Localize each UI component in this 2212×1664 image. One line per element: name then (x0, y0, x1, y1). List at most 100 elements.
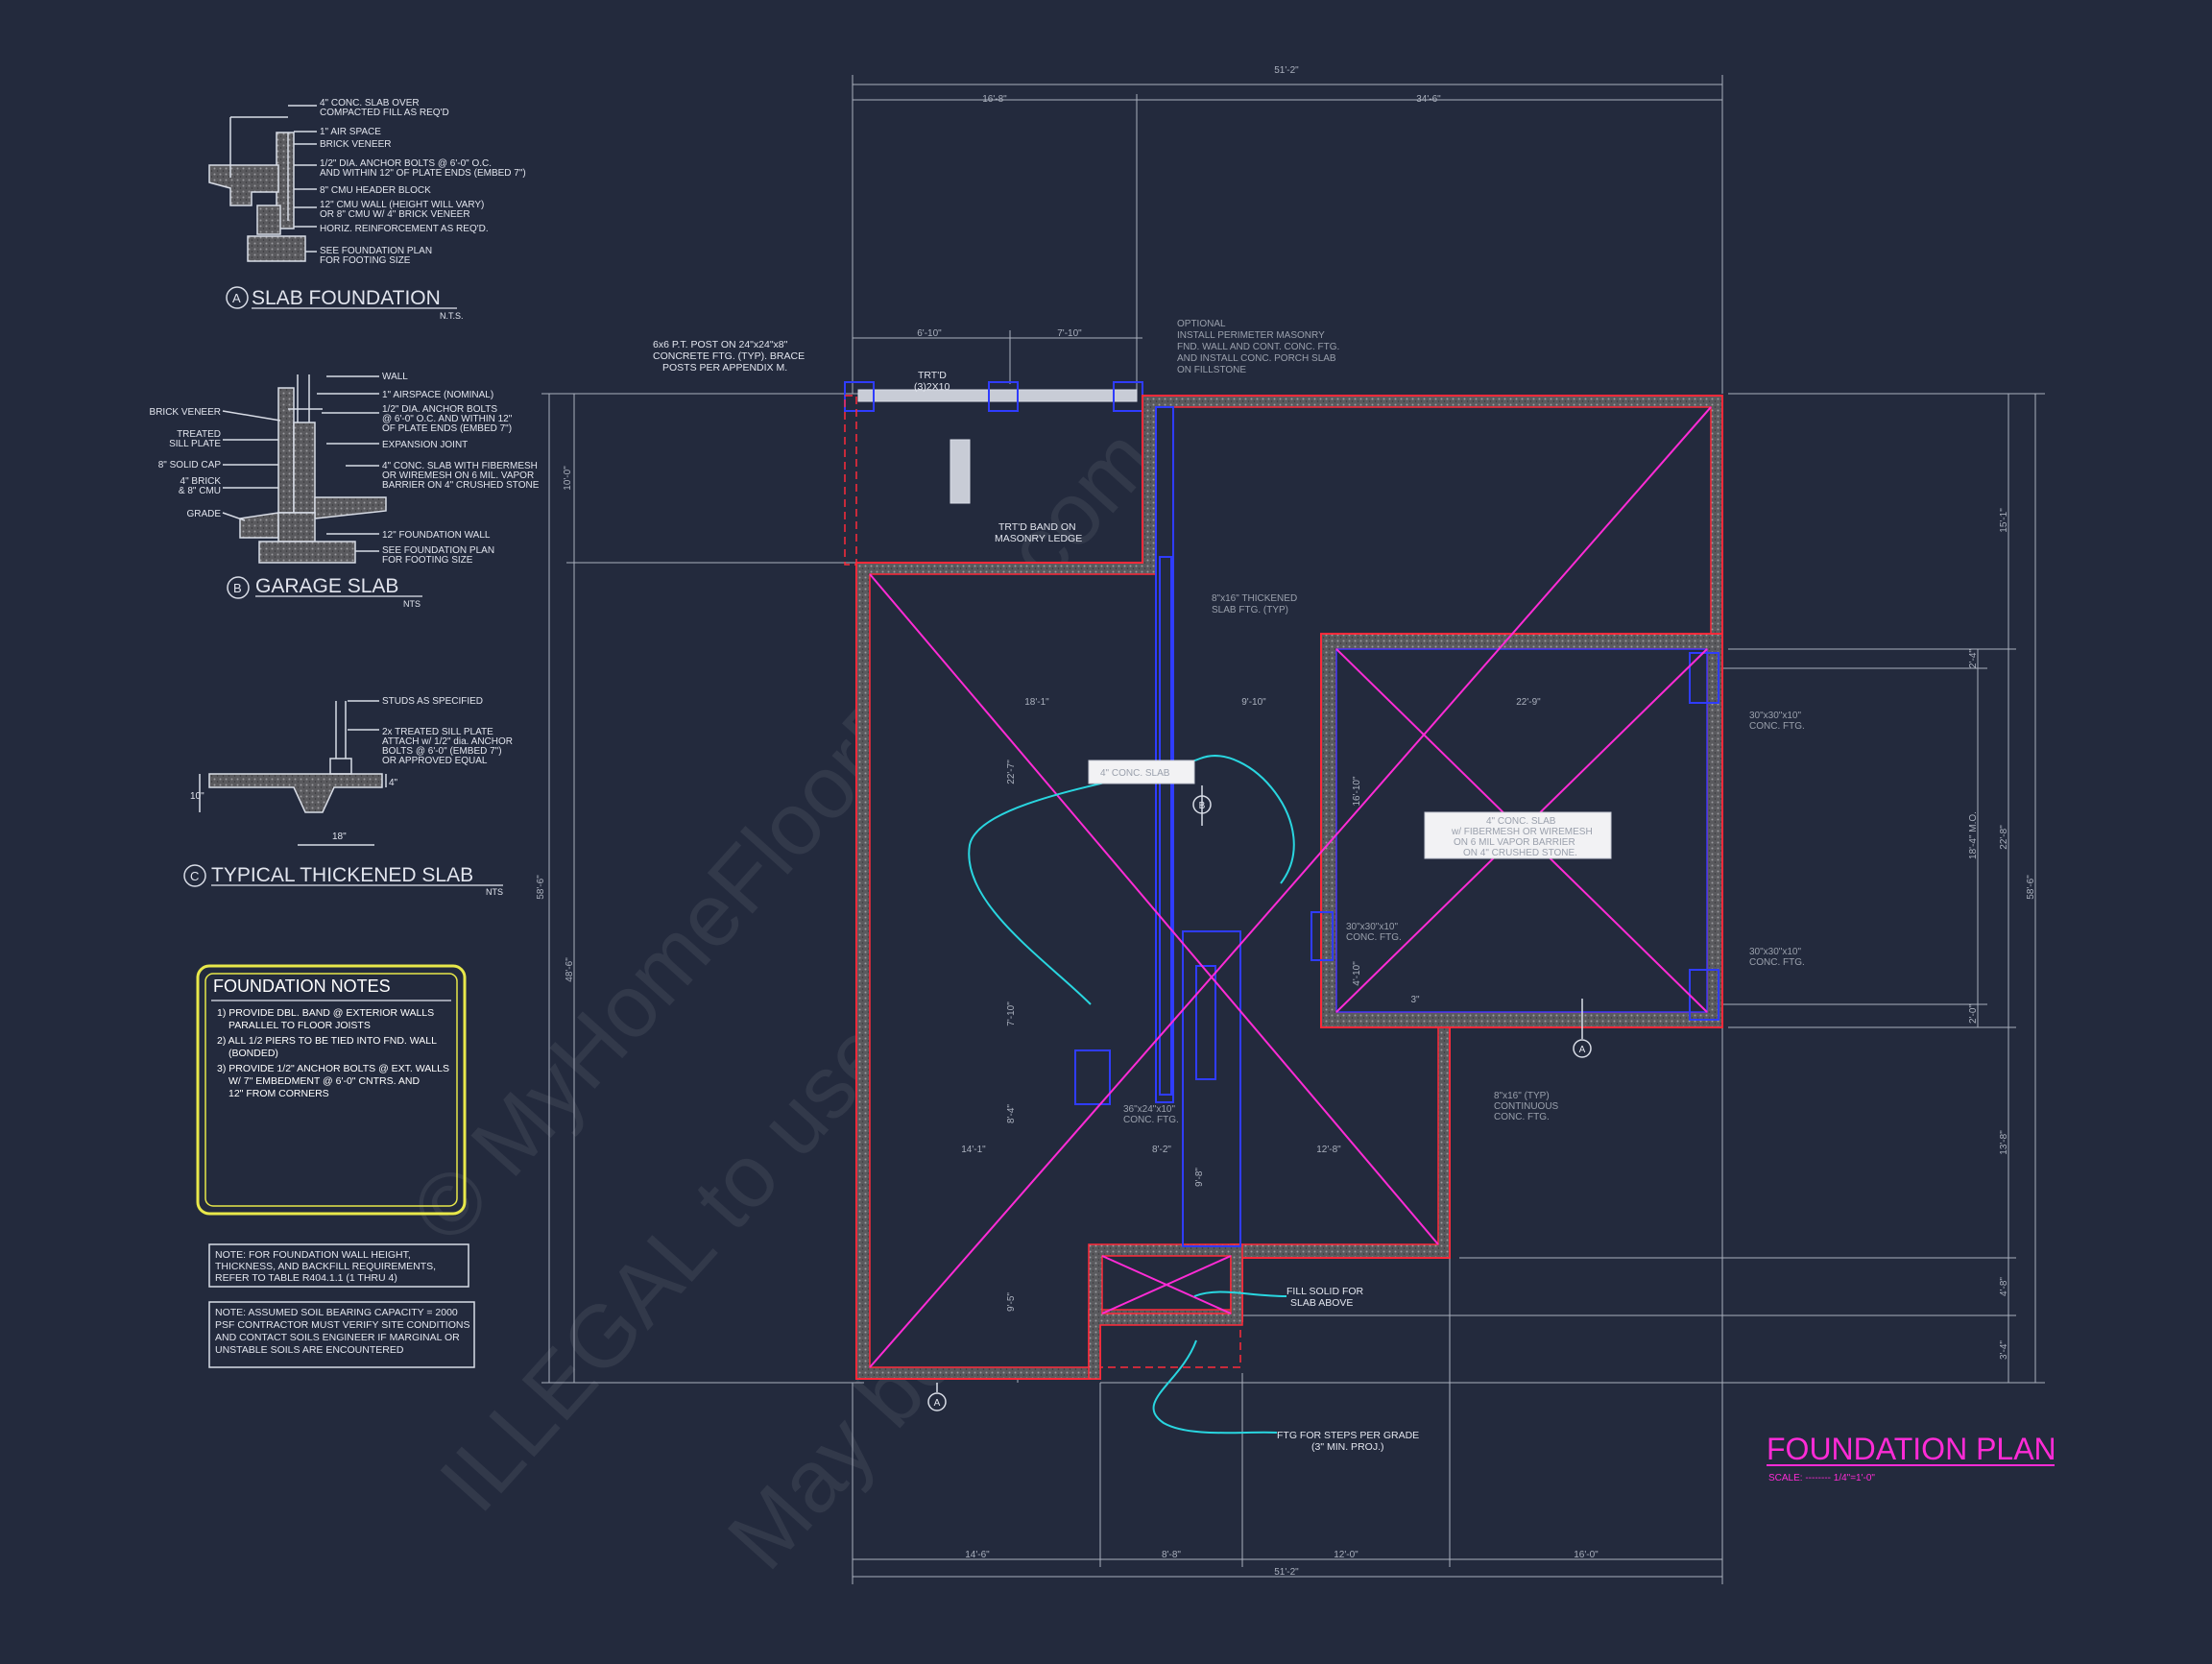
dim-right: 2'-4" (1968, 649, 1979, 668)
detail-a-callout: HORIZ. REINFORCEMENT AS REQ'D. (320, 224, 489, 234)
detail-b-garage-slab (222, 374, 387, 599)
foundation-note-line: PARALLEL TO FLOOR JOISTS (228, 1020, 371, 1031)
dim-interior: 18'-1" (1024, 697, 1049, 708)
fill-solid-label: SLAB ABOVE (1290, 1297, 1353, 1309)
label-backgrounds (1088, 760, 1612, 859)
detail-b-callout: EXPANSION JOINT (382, 440, 468, 450)
ftg-30c-label: CONC. FTG. (1346, 932, 1402, 943)
detail-b-callout: FOR FOOTING SIZE (382, 555, 473, 566)
dim-bottom: 51'-2" (1274, 1567, 1299, 1578)
detail-c-callout: STUDS AS SPECIFIED (382, 696, 483, 707)
slab-garage-label: ON 6 MIL VAPOR BARRIER (1454, 837, 1575, 848)
section-mark: B (1199, 801, 1206, 811)
detail-b-callouts-right: WALL 1" AIRSPACE (NOMINAL) 1/2" DIA. ANC… (382, 372, 540, 566)
note-wall-line: THICKNESS, AND BACKFILL REQUIREMENTS, (215, 1261, 436, 1272)
plan-title: FOUNDATION PLAN (1767, 1432, 2056, 1466)
detail-a-callout: 12" CMU WALL (HEIGHT WILL VARY) (320, 200, 484, 210)
detail-b-callout: BARRIER ON 4" CRUSHED STONE (382, 480, 540, 491)
dim-interior: 12'-8" (1316, 1145, 1341, 1155)
slab-garage-label: 4" CONC. SLAB (1486, 816, 1556, 827)
note-wall-box (208, 1243, 469, 1288)
detail-b-callout: 4" BRICK (180, 476, 222, 487)
dim-interior: 9'-8" (1194, 1168, 1205, 1187)
post-note: 6x6 P.T. POST ON 24"x24"x8" (653, 339, 788, 350)
thickened-label: 8"x16" THICKENED (1212, 593, 1297, 604)
detail-b-callout: @ 6'-0" O.C. AND WITHIN 12" (382, 414, 513, 424)
ftg-cont-label: CONC. FTG. (1494, 1112, 1550, 1122)
plan-dimensions: 51'-2" 16'-8" 34'-6" 6'-10" 7'-10" 14'-6… (536, 65, 2036, 1578)
foundation-note-line: W/ 7" EMBEDMENT @ 6'-0" CNTRS. AND (228, 1075, 420, 1087)
detail-a-callout: COMPACTED FILL AS REQ'D (320, 108, 449, 118)
detail-b-callouts-left: BRICK VENEER TREATED SILL PLATE 8" SOLID… (150, 407, 222, 519)
detail-b-callout: 8" SOLID CAP (158, 460, 222, 470)
porch-beam (844, 381, 1143, 504)
detail-b-title: GARAGE SLAB (255, 575, 398, 597)
note-soil: NOTE: ASSUMED SOIL BEARING CAPACITY = 20… (215, 1307, 469, 1356)
dim-interior: 4'-10" (1352, 961, 1362, 986)
dim-interior: 8'-4" (1006, 1104, 1017, 1123)
detail-c-dim: 10" (190, 791, 204, 802)
dim-interior: 3" (1410, 995, 1420, 1005)
foundation-notes-lines: 1) PROVIDE DBL. BAND @ EXTERIOR WALLS PA… (217, 1007, 449, 1099)
detail-b-callout: 1/2" DIA. ANCHOR BOLTS (382, 404, 497, 415)
note-wall-line: REFER TO TABLE R404.1.1 (1 THRU 4) (215, 1272, 397, 1284)
detail-b-callout: WALL (382, 372, 408, 382)
foundation-note-line: 12" FROM CORNERS (228, 1088, 329, 1099)
ftg-30a-label: CONC. FTG. (1749, 721, 1805, 732)
detail-b-callout: TREATED (177, 429, 221, 440)
optional-note: FND. WALL AND CONT. CONC. FTG. (1177, 342, 1339, 352)
detail-c-callout: ATTACH w/ 1/2" dia. ANCHOR (382, 736, 513, 747)
foundation-note-line: 2) ALL 1/2 PIERS TO BE TIED INTO FND. WA… (217, 1035, 437, 1047)
foundation-notes-box (196, 964, 467, 1216)
dim-bottom: 16'-0" (1574, 1550, 1599, 1560)
note-soil-line: PSF CONTRACTOR MUST VERIFY SITE CONDITIO… (215, 1319, 469, 1331)
fill-solid-label: FILL SOLID FOR (1286, 1286, 1364, 1297)
detail-a-callout: FOR FOOTING SIZE (320, 255, 411, 266)
detail-b-callout: GRADE (186, 509, 221, 519)
cyan-leaders (968, 755, 1295, 1435)
dim-interior: 16'-10" (1352, 776, 1362, 806)
detail-c-thickened-slab (183, 700, 387, 887)
dim-interior: 9'-10" (1241, 697, 1266, 708)
slab-garage-label: w/ FIBERMESH OR WIREMESH (1451, 827, 1593, 837)
dim-right: 22'-8" (1999, 825, 2009, 850)
ftg-30b-label: CONC. FTG. (1749, 957, 1805, 968)
detail-c-dim: 18" (332, 832, 347, 842)
section-mark-letters: B A A (934, 801, 1586, 1409)
dim-interior: 22'-7" (1006, 760, 1017, 784)
note-soil-line: NOTE: ASSUMED SOIL BEARING CAPACITY = 20… (215, 1307, 458, 1318)
dim-bottom: 8'-8" (1162, 1550, 1181, 1560)
detail-b-callout: SILL PLATE (169, 439, 221, 449)
section-mark: A (1579, 1045, 1586, 1055)
ftg-30c-label: 30"x30"x10" (1346, 922, 1398, 932)
dim-interior: 8'-2" (1152, 1145, 1171, 1155)
detail-a-letter: A (232, 291, 241, 305)
detail-b-callout: BRICK VENEER (150, 407, 221, 418)
detail-a-scale: N.T.S. (440, 311, 464, 321)
steps-label: (3" MIN. PROJ.) (1311, 1441, 1383, 1453)
detail-c-callout: 2x TREATED SILL PLATE (382, 727, 493, 737)
detail-a-callout: 4" CONC. SLAB OVER (320, 98, 420, 109)
dim-top: 51'-2" (1274, 65, 1299, 76)
band-label: TRT'D BAND ON (998, 521, 1076, 533)
detail-a-title: SLAB FOUNDATION (252, 287, 441, 309)
detail-b-callout: SEE FOUNDATION PLAN (382, 545, 494, 556)
detail-a-callout: 8" CMU HEADER BLOCK (320, 185, 431, 196)
plan-labels: 6x6 P.T. POST ON 24"x24"x8" CONCRETE FTG… (653, 339, 1419, 1453)
detail-a-callout: SEE FOUNDATION PLAN (320, 246, 432, 256)
detail-c-title: TYPICAL THICKENED SLAB (211, 864, 473, 886)
dim-right: 58'-6" (2026, 875, 2036, 900)
slab-garage-label: ON 4" CRUSHED STONE. (1463, 848, 1577, 858)
dim-interior: 9'-5" (1006, 1292, 1017, 1312)
detail-a-slab-foundation (208, 105, 317, 309)
optional-note: OPTIONAL (1177, 319, 1226, 329)
note-wall-line: NOTE: FOR FOUNDATION WALL HEIGHT, (215, 1249, 411, 1261)
detail-c-callouts: STUDS AS SPECIFIED 2x TREATED SILL PLATE… (190, 696, 513, 842)
detail-b-callout: OF PLATE ENDS (EMBED 7") (382, 423, 512, 434)
detail-c-dim: 4" (389, 778, 398, 788)
ftg-30b-label: 30"x30"x10" (1749, 947, 1801, 957)
detail-a-callout: OR 8" CMU W/ 4" BRICK VENEER (320, 209, 470, 220)
dim-left: 10'-0" (563, 466, 573, 491)
note-soil-line: AND CONTACT SOILS ENGINEER IF MARGINAL O… (215, 1332, 460, 1343)
